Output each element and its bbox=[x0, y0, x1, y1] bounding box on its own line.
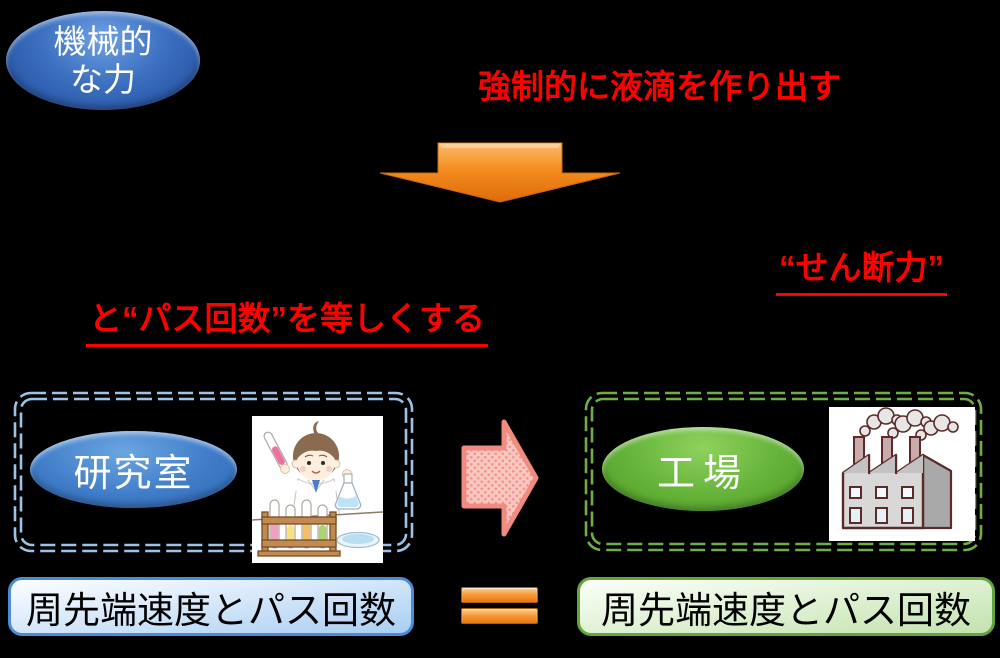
lab-dashed-box bbox=[13, 391, 414, 553]
mechanical-force-bubble: 機械的 な力 bbox=[6, 11, 200, 110]
droplet-caption: 強制的に液滴を作り出す bbox=[478, 68, 841, 105]
mechanical-force-line1: 機械的 bbox=[53, 22, 153, 60]
lab-bubble: 研究室 bbox=[30, 431, 237, 508]
equals-icon bbox=[461, 587, 538, 629]
scientist-illustration bbox=[252, 416, 383, 563]
lab-metric-box: 周先端速度とパス回数 bbox=[8, 577, 414, 636]
down-arrow-icon bbox=[379, 142, 621, 203]
factory-metric-label: 周先端速度とパス回数 bbox=[601, 589, 971, 631]
equals-bar-bottom bbox=[461, 608, 538, 624]
equals-bar-top bbox=[461, 587, 538, 603]
lab-bubble-label: 研究室 bbox=[73, 453, 194, 495]
factory-bubble: 工場 bbox=[602, 427, 804, 511]
factory-metric-box: 周先端速度とパス回数 bbox=[577, 577, 995, 636]
factory-bubble-label: 工場 bbox=[656, 452, 749, 495]
pass-count-label: と“パス回数”を等しくする bbox=[86, 292, 488, 347]
factory-illustration bbox=[829, 407, 975, 541]
mechanical-force-line2: な力 bbox=[70, 60, 136, 98]
factory-dashed-box bbox=[584, 391, 983, 552]
right-arrow-icon bbox=[461, 419, 539, 537]
lab-metric-label: 周先端速度とパス回数 bbox=[26, 589, 396, 631]
shear-force-label: “せん断力” bbox=[776, 241, 947, 296]
